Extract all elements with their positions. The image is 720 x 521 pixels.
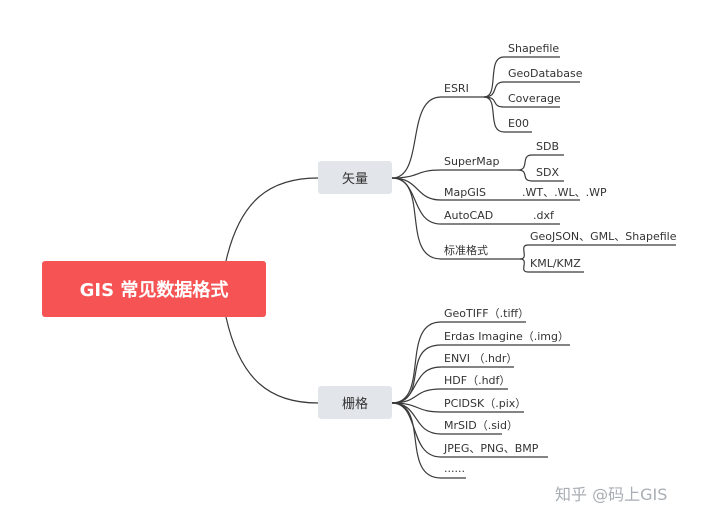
node-envi: ENVI （.hdr） [444,352,518,365]
connector-root-raster [225,316,319,404]
node-supermap: SuperMap [444,155,500,168]
branch-raster: 栅格 [318,386,392,419]
connector-esri-geodatabase [483,81,580,98]
node-pcidsk: PCIDSK（.pix） [444,397,527,410]
connector-standard-kml [519,258,584,273]
connector-supermap-sdx [517,169,564,182]
connector-standard-geojson [519,244,676,260]
node-autocad: AutoCAD [444,209,494,222]
node-hdf: HDF（.hdf） [444,374,511,387]
root-node: GIS 常见数据格式 [42,261,266,317]
node-autocad-format: .dxf [533,209,554,222]
connector-raster-3 [391,388,508,404]
branch-vector: 矢量 [318,161,392,194]
connector-raster-0 [391,321,526,404]
node-erdas-imagine: Erdas Imagine（.img） [444,330,569,343]
node-mapgis-formats: .WT、.WL、.WP [522,186,607,199]
node-jpeg-png-bmp: JPEG、PNG、BMP [444,442,539,455]
connector-raster-7 [391,402,466,479]
connector-esri-e00 [483,96,532,133]
node-sdb: SDB [536,140,559,153]
connector-vector-mapgis [391,177,580,201]
connector-supermap-sdb [517,154,564,171]
node-geotiff: GeoTIFF（.tiff） [444,307,530,320]
connector-vector-standard [391,177,520,260]
node-kml-kmz: KML/KMZ [530,257,581,270]
connector-esri-coverage [483,96,560,108]
node-sdx: SDX [536,166,559,179]
node-mapgis: MapGIS [444,186,486,199]
node-shapefile: Shapefile [508,42,560,55]
node-ellipsis: ...... [444,462,465,475]
node-mrsid: MrSID（.sid） [444,419,518,432]
node-geodatabase: GeoDatabase [508,67,583,80]
node-geojson-gml-shapefile: GeoJSON、GML、Shapefile [530,230,677,243]
connector-raster-4 [391,402,524,413]
connector-vector-esri [391,96,484,179]
node-coverage: Coverage [508,92,561,105]
connector-raster-6 [391,402,548,458]
node-standard-formats: 标准格式 [444,244,488,257]
connector-raster-2 [391,366,514,404]
connector-esri-shapefile [483,56,560,98]
connector-root-vector [225,177,319,262]
watermark: 知乎 @码上GIS [555,485,668,504]
node-esri: ESRI [444,82,469,95]
node-e00: E00 [508,117,529,130]
connector-vector-supermap [391,169,518,179]
